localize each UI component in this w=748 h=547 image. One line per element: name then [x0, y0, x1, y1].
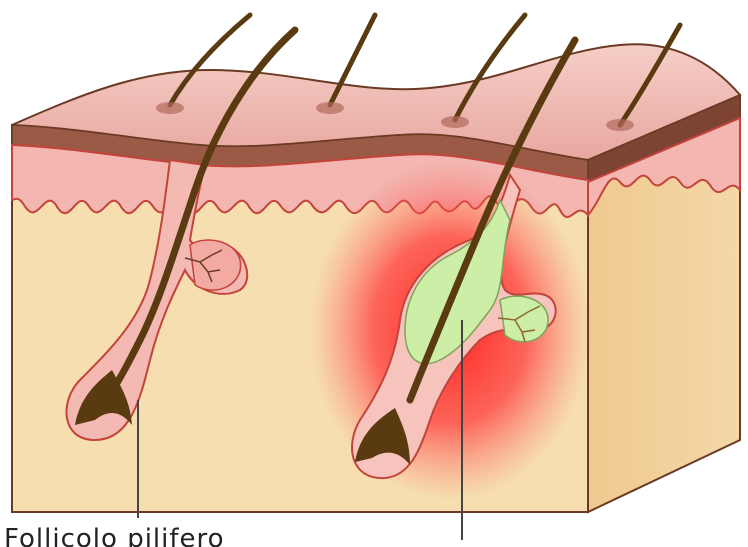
label-hair-follicle: Follicolo pilifero — [4, 526, 225, 547]
sebaceous-gland-left — [190, 240, 241, 290]
